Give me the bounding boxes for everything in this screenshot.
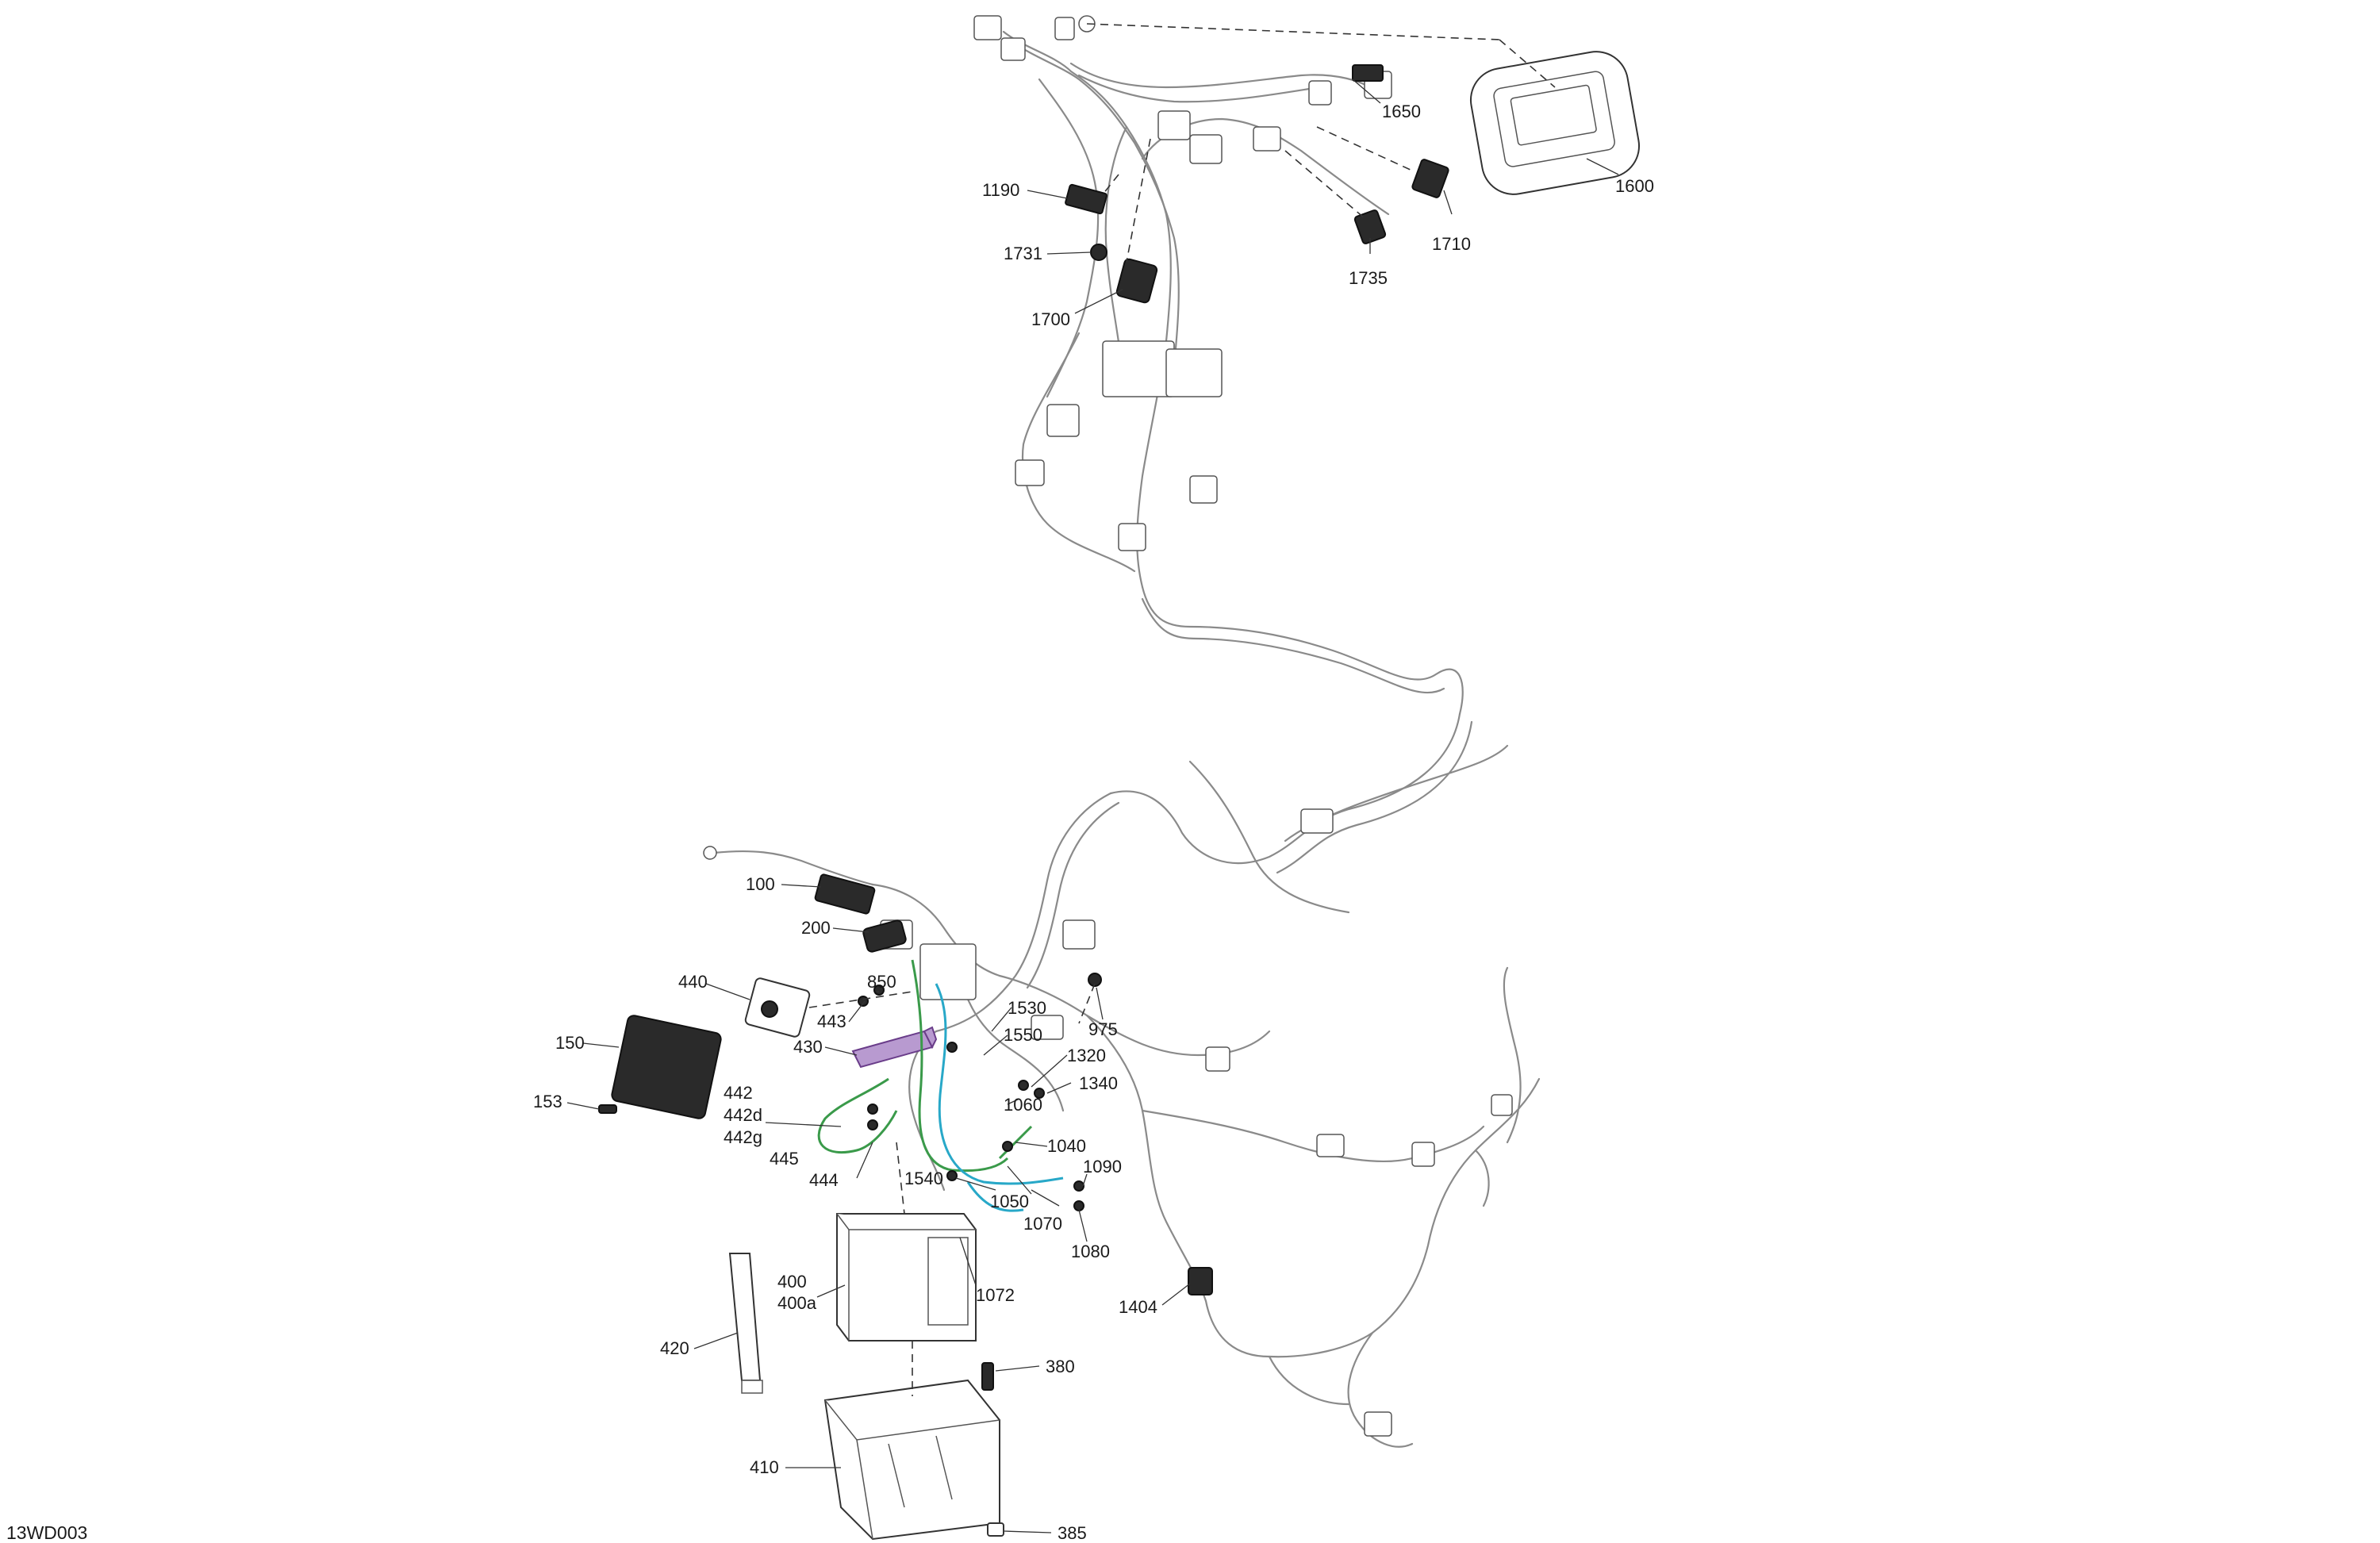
callout-1080: 1080 bbox=[1071, 1242, 1110, 1261]
callout-1060: 1060 bbox=[1004, 1095, 1042, 1115]
part-153-screw bbox=[598, 1104, 617, 1114]
callout-440: 440 bbox=[678, 972, 708, 992]
callout-410: 410 bbox=[750, 1457, 779, 1477]
callout-150: 150 bbox=[555, 1033, 585, 1053]
callout-1540: 1540 bbox=[904, 1169, 943, 1188]
callout-385: 385 bbox=[1058, 1523, 1087, 1543]
part-100-module bbox=[814, 873, 876, 915]
callout-1550: 1550 bbox=[1004, 1025, 1042, 1045]
callout-1700: 1700 bbox=[1031, 309, 1070, 329]
part-1650-connector bbox=[1352, 64, 1384, 82]
drawing-id: 13WD003 bbox=[6, 1522, 87, 1543]
callout-1070: 1070 bbox=[1023, 1214, 1062, 1234]
callout-443: 443 bbox=[817, 1011, 846, 1031]
green-cables-442 bbox=[817, 959, 1033, 1173]
part-410-battery-box bbox=[823, 1379, 1000, 1541]
part-430-bracket bbox=[851, 1026, 938, 1069]
callout-1735: 1735 bbox=[1349, 268, 1388, 288]
callout-200: 200 bbox=[801, 918, 831, 938]
callout-1600: 1600 bbox=[1615, 176, 1654, 196]
part-440-relay bbox=[744, 977, 811, 1038]
lower-wiring-harness bbox=[712, 850, 1541, 1448]
callout-442g: 442g bbox=[724, 1127, 762, 1147]
callout-444: 444 bbox=[809, 1170, 839, 1190]
callout-1320: 1320 bbox=[1067, 1046, 1106, 1065]
harness-connectors bbox=[703, 15, 1513, 1437]
small-fasteners bbox=[858, 985, 1084, 1211]
callout-1050: 1050 bbox=[990, 1192, 1029, 1211]
part-1190-connector bbox=[1065, 183, 1107, 215]
callout-445: 445 bbox=[770, 1149, 799, 1169]
callout-850: 850 bbox=[867, 972, 896, 992]
dashed-leader-lines bbox=[808, 23, 1556, 1396]
part-975-screw bbox=[1088, 973, 1102, 987]
part-380-screw bbox=[981, 1362, 994, 1391]
part-1735-sensor bbox=[1353, 209, 1387, 244]
callout-1072: 1072 bbox=[976, 1285, 1015, 1305]
callout-1650: 1650 bbox=[1382, 102, 1421, 121]
callout-975: 975 bbox=[1088, 1019, 1118, 1039]
part-1700-relay-block bbox=[1115, 258, 1158, 304]
callout-1731: 1731 bbox=[1004, 244, 1042, 263]
part-385-nut bbox=[987, 1522, 1004, 1537]
callout-430: 430 bbox=[793, 1037, 823, 1057]
part-1404-connector bbox=[1188, 1267, 1213, 1295]
part-1710-connector bbox=[1411, 159, 1449, 198]
callout-1404: 1404 bbox=[1119, 1297, 1157, 1317]
callout-420: 420 bbox=[660, 1338, 689, 1358]
callout-442: 442 bbox=[724, 1083, 753, 1103]
callout-442d: 442d bbox=[724, 1105, 762, 1125]
callout-1040: 1040 bbox=[1047, 1136, 1086, 1156]
callout-1190: 1190 bbox=[982, 180, 1019, 200]
callout-100: 100 bbox=[746, 874, 775, 894]
callout-153: 153 bbox=[533, 1092, 562, 1111]
callout-1530: 1530 bbox=[1008, 998, 1046, 1018]
callout-labels: 1650 1600 1710 1735 1190 1731 1700 100 2… bbox=[6, 102, 1654, 1543]
callout-leader-lines bbox=[566, 79, 1619, 1533]
callout-1710: 1710 bbox=[1432, 234, 1471, 254]
callout-400: 400 bbox=[777, 1272, 807, 1292]
part-200-connector bbox=[862, 919, 907, 953]
part-1600-display-cluster bbox=[1469, 51, 1641, 195]
callout-1340: 1340 bbox=[1079, 1073, 1118, 1093]
part-1731-clip bbox=[1090, 244, 1107, 261]
part-150-voltage-regulator bbox=[611, 1015, 722, 1119]
callout-380: 380 bbox=[1046, 1357, 1075, 1376]
callout-400a: 400a bbox=[777, 1293, 817, 1313]
part-400-battery bbox=[836, 1213, 977, 1341]
callout-1090: 1090 bbox=[1083, 1157, 1122, 1176]
part-420-strap bbox=[728, 1253, 763, 1394]
